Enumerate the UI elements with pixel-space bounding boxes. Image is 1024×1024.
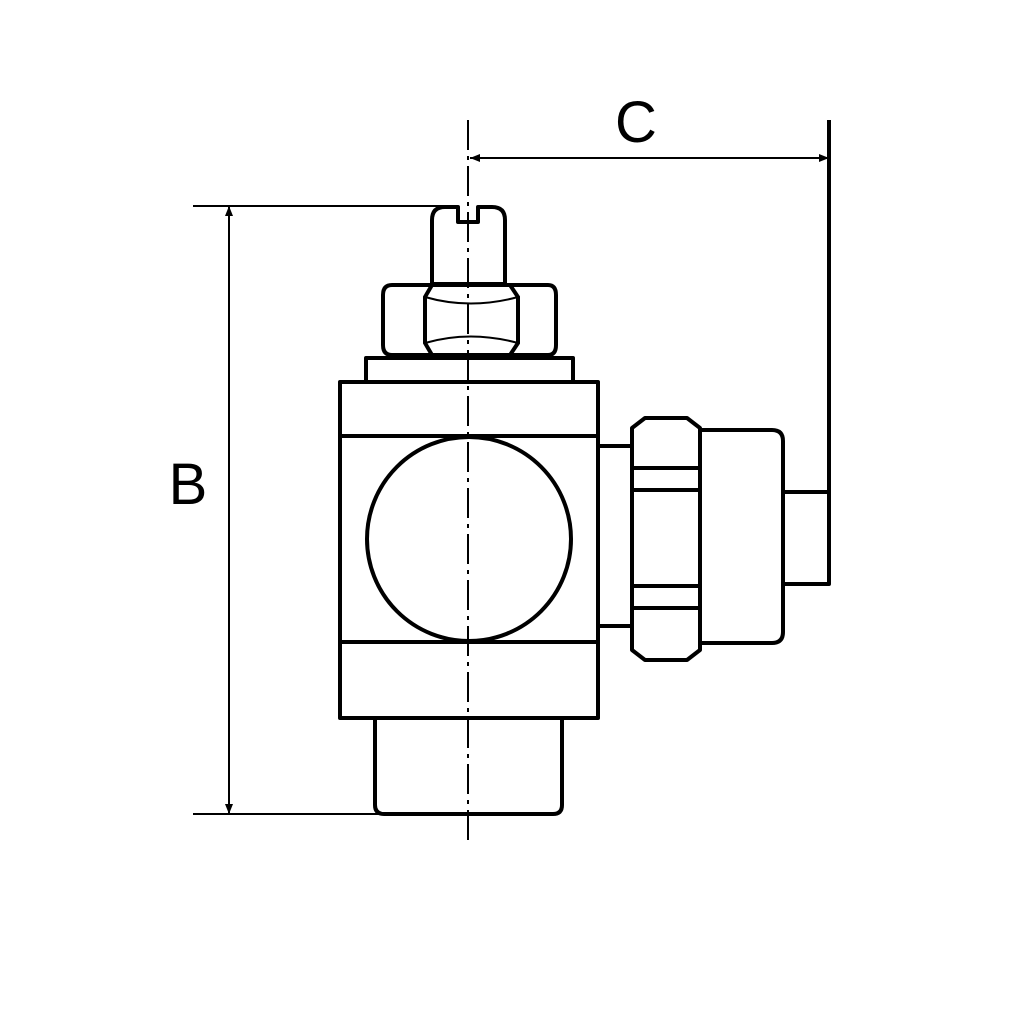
dimension-c: C (470, 90, 831, 500)
side-collar (630, 416, 702, 662)
dimension-b: B (169, 205, 455, 815)
dimension-b-label: B (169, 452, 208, 517)
side-tube (781, 490, 831, 586)
side-fitting-body (698, 428, 785, 645)
lock-nut (381, 283, 558, 357)
dimension-c-label: C (615, 90, 657, 155)
side-neck (596, 444, 635, 628)
washer (364, 356, 575, 384)
